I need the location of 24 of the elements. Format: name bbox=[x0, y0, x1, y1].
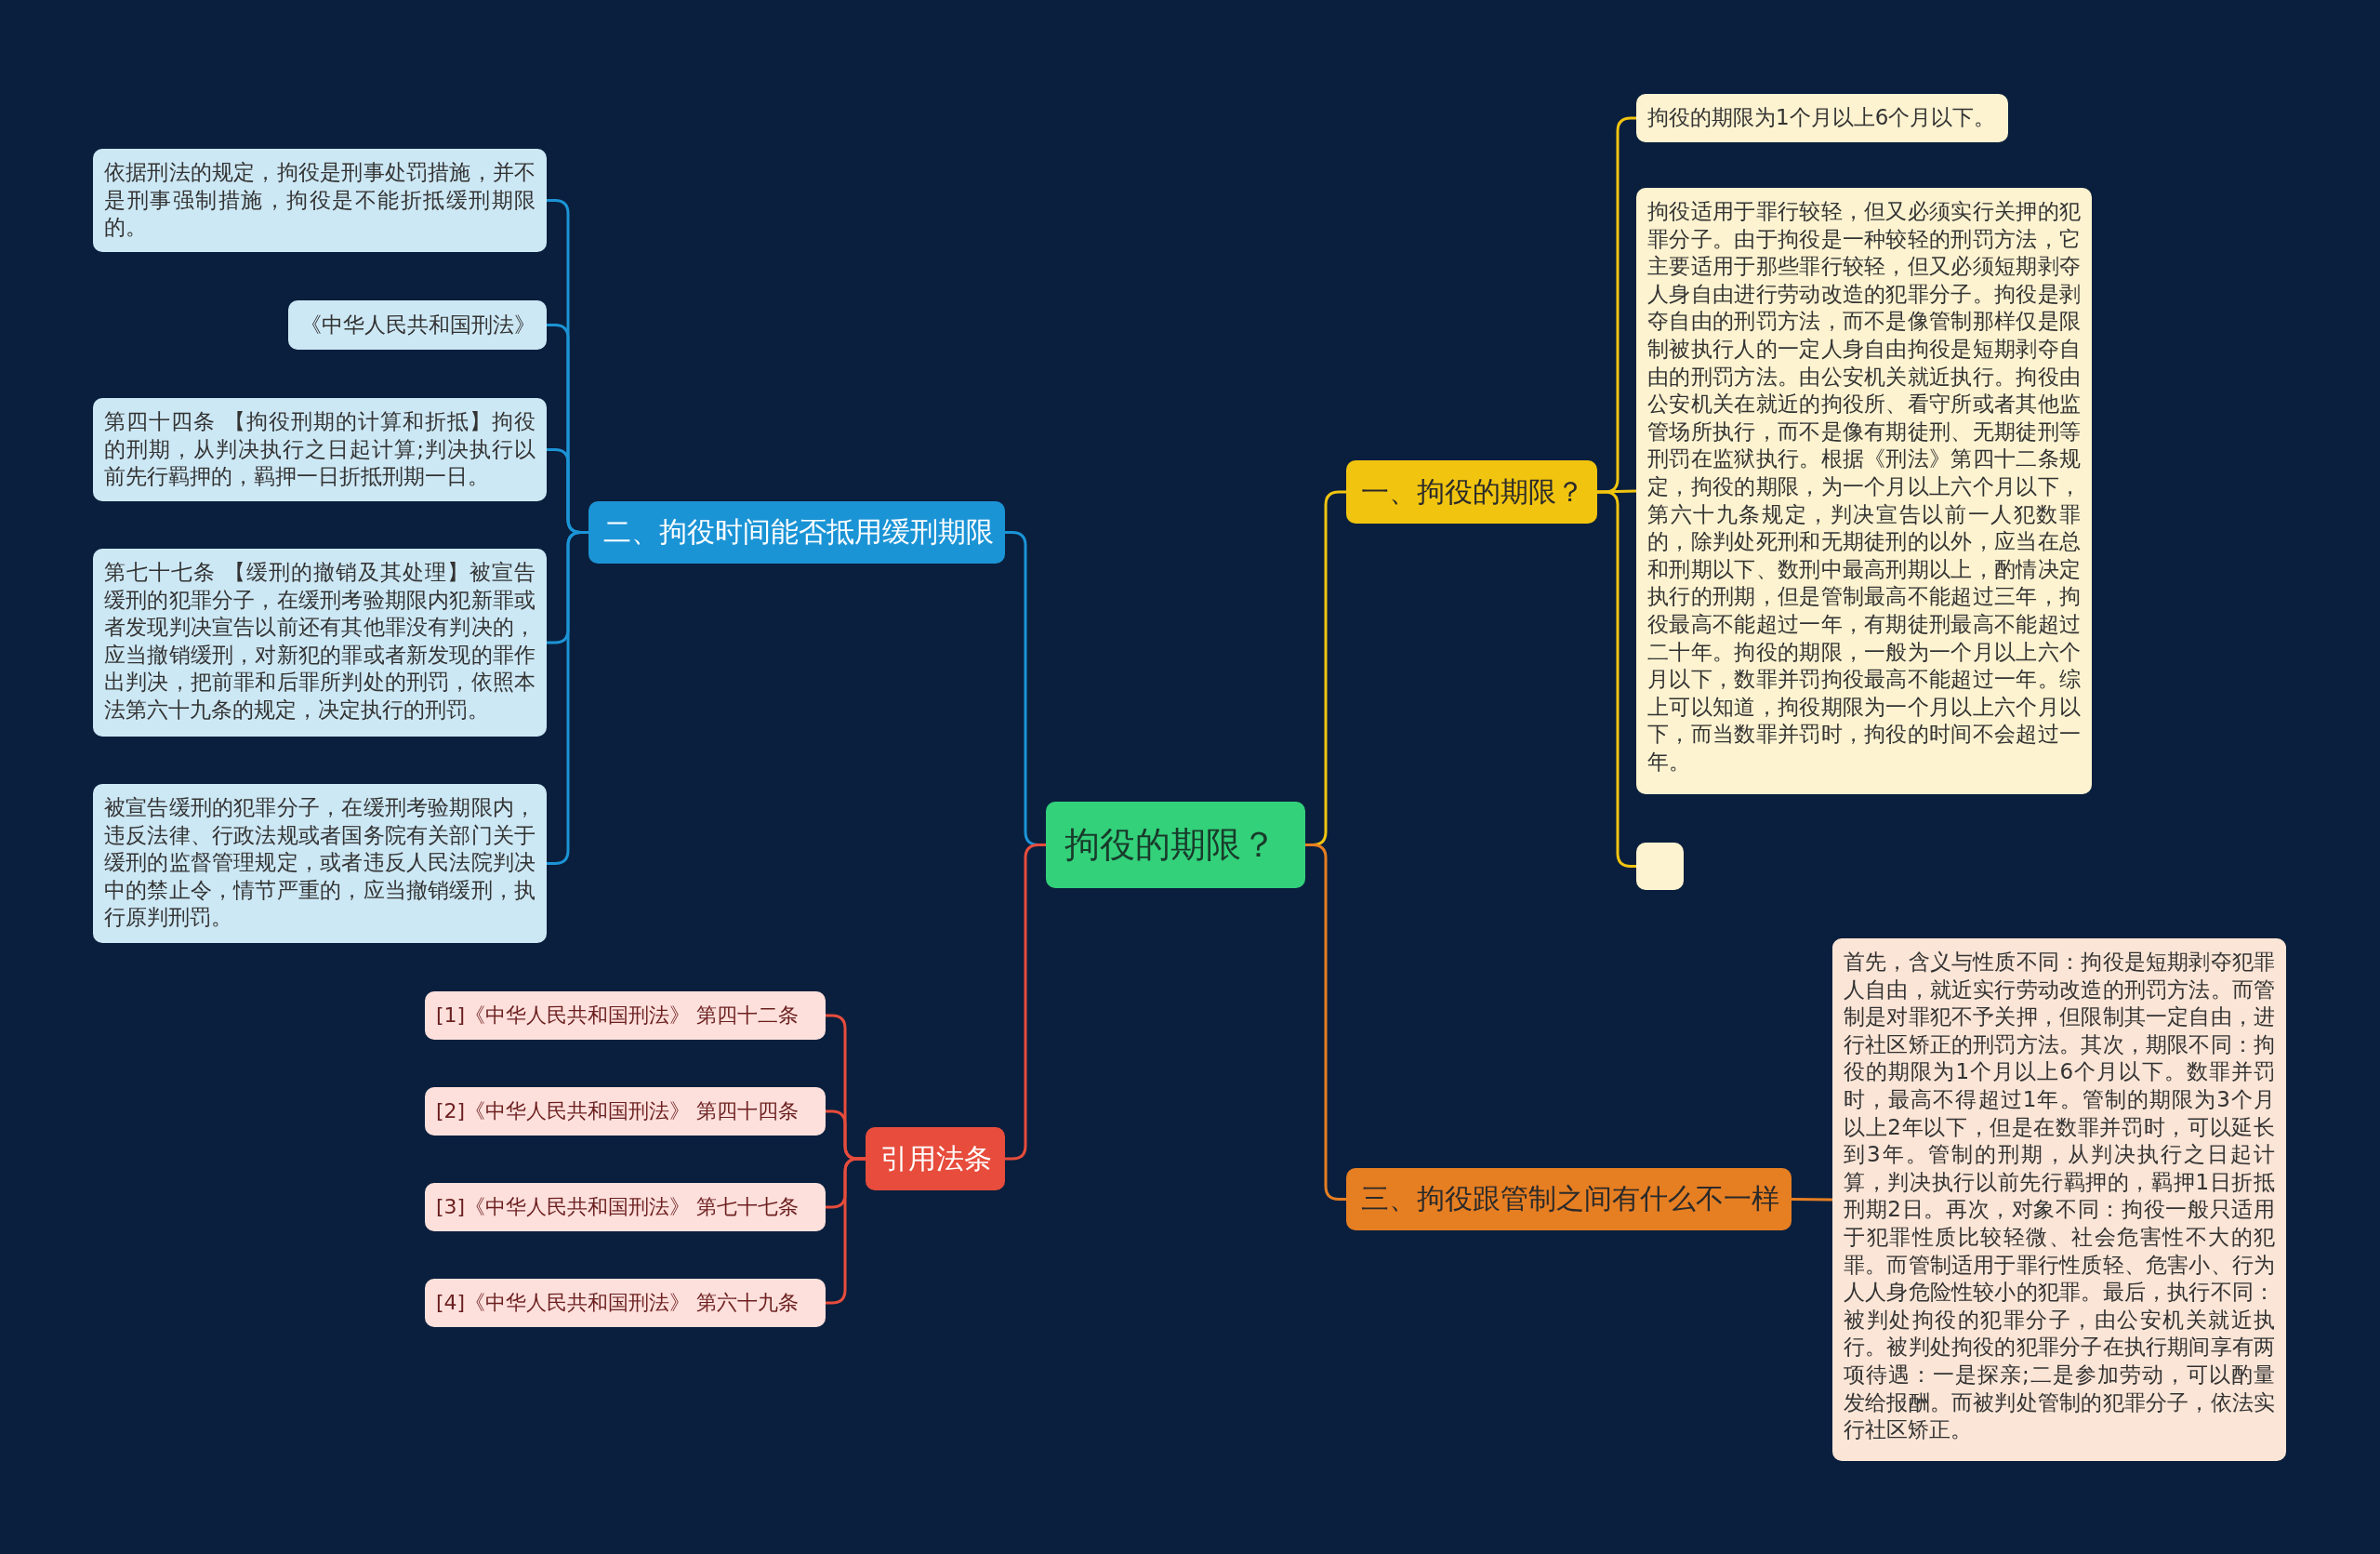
connector-line bbox=[547, 531, 588, 865]
citation-box: [4]《中华人民共和国刑法》 第六十九条 bbox=[425, 1279, 826, 1327]
connector-line bbox=[1792, 1198, 1832, 1202]
citation-box: [2]《中华人民共和国刑法》 第四十四条 bbox=[425, 1087, 826, 1136]
topic-box: 一、拘役的期限？ bbox=[1346, 460, 1597, 524]
note-box: 第四十四条 【拘役刑期的计算和折抵】拘役的刑期，从判决执行之日起计算;判决执行以前先行羁押的，羁押一日折抵刑期一日。 bbox=[93, 398, 547, 501]
topic-box: 引用法条 bbox=[866, 1127, 1005, 1190]
topic-box: 二、拘役时间能否抵用缓刑期限 bbox=[588, 501, 1005, 564]
citation-box: [1]《中华人民共和国刑法》 第四十二条 bbox=[425, 991, 826, 1040]
note-box: 第七十七条 【缓刑的撤销及其处理】被宣告缓刑的犯罪分子，在缓刑考验期限内犯新罪或者发现判决宣告以前还有其他罪没有判决的，应当撤销缓刑，对新犯的罪或者新发现的罪作出判决，把前罪和后罪所判处的刑罚，依照本法第六十九条的规定，决定执行的刑罚。 bbox=[93, 549, 547, 737]
topic-box: 三、拘役跟管制之间有什么不一样 bbox=[1346, 1168, 1792, 1230]
connector-line bbox=[1596, 489, 1637, 494]
central-topic-box: 拘役的期限？ bbox=[1046, 802, 1305, 888]
empty-note-box bbox=[1636, 843, 1684, 890]
note-box: 拘役适用于罪行较轻，但又必须实行关押的犯罪分子。由于拘役是一种较轻的刑罚方法，它主要适用于那些罪行较轻，但又必须短期剥夺人身自由进行劳动改造的犯罪分子。拘役是剥夺自由的刑罚方法，而不是像管制那样仅是限制被执行人的一定人身自由拘役是短期剥夺自由的刑罚方法。由公安机关就近执行。拘役由公安机关在就近的拘役所、看守所或者其他监管场所执行，而不是像有期徒刑、无期徒刑等刑罚在监狱执行。根据《刑法》第四十二条规定，拘役的期限，为一个月以上六个月以下，第六十九条规定，判决宣告以前一人犯数罪的，除判处死刑和无期徒刑的以外，应当在总和刑期以下、数刑中最高刑期以上，酌情决定执行的刑期，但是管制最高不能超过三年，拘役最高不能超过一年，有期徒刑最高不能超过二十年。拘役的期限，一般为一个月以上六个月以下，数罪并罚拘役最高不能超过一年。综上可以知道，拘役期限为一个月以上六个月以下，而当数罪并罚时，拘役的时间不会超过一年。 bbox=[1636, 188, 2092, 794]
note-box: 依据刑法的规定，拘役是刑事处罚措施，并不是刑事强制措施，拘役是不能折抵缓刑期限的。 bbox=[93, 149, 547, 252]
citation-box: [3]《中华人民共和国刑法》 第七十七条 bbox=[425, 1183, 826, 1231]
connector-line bbox=[826, 1157, 866, 1305]
connector-line bbox=[1305, 843, 1346, 1201]
note-box: 被宣告缓刑的犯罪分子，在缓刑考验期限内，违反法律、行政法规或者国务院有关部门关于缓刑的监督管理规定，或者违反人民法院判决中的禁止令，情节严重的，应当撤销缓刑，执行原判刑罚。 bbox=[93, 784, 547, 943]
note-box: 拘役的期限为1个月以上6个月以下。 bbox=[1636, 94, 2008, 142]
connector-line bbox=[1005, 843, 1046, 1161]
note-box: 首先，含义与性质不同：拘役是短期剥夺犯罪人自由，就近实行劳动改造的刑罚方法。而管制是对罪犯不予关押，但限制其一定自由，进行社区矫正的刑罚方法。其次，期限不同：拘役的期限为1个月以上6个月以下。数罪并罚时，最高不得超过1年。管制的期限为3个月以上2年以下，但是在数罪并罚时，可以延长到3年。管制的刑期，从判决执行之日起计算，判决执行以前先行羁押的，羁押1日折抵刑期2日。再次，对象不同：拘役一般只适用于犯罪性质比较轻微、社会危害性不大的犯罪。而管制适用于罪行性质轻、危害小、行为人人身危险性较小的犯罪。最后，执行不同：被判处拘役的犯罪分子，由公安机关就近执行。被判处拘役的犯罪分子在执行期间享有两项待遇：一是探亲;二是参加劳动，可以酌量发给报酬。而被判处管制的犯罪分子，依法实行社区矫正。 bbox=[1832, 938, 2286, 1461]
note-box: 《中华人民共和国刑法》 bbox=[288, 300, 547, 350]
